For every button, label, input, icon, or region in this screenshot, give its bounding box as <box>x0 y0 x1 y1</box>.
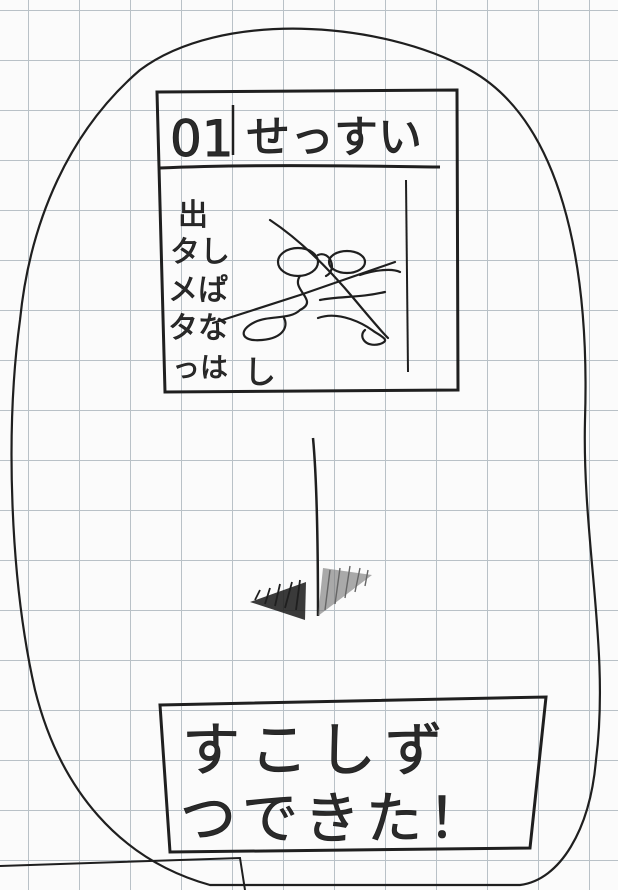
panel-title: せっすい <box>246 112 422 163</box>
faucet-sketch <box>213 220 400 345</box>
side-note-line-3: メぱ <box>168 273 228 308</box>
bottom-text-line-1: すこしず <box>182 716 453 784</box>
side-note: 出 タし メぱ タな っは <box>168 198 230 384</box>
side-note-line-1: 出 <box>178 198 208 233</box>
side-note-line-5: っは <box>172 351 228 384</box>
down-arrow <box>250 438 372 620</box>
panel-bottom-char: し <box>244 353 276 391</box>
bottom-text-line-2: つできた！ <box>180 787 490 852</box>
side-note-line-4: タな <box>168 311 228 346</box>
panel-number: 01 <box>170 110 234 168</box>
side-note-line-2: タし <box>170 235 230 270</box>
